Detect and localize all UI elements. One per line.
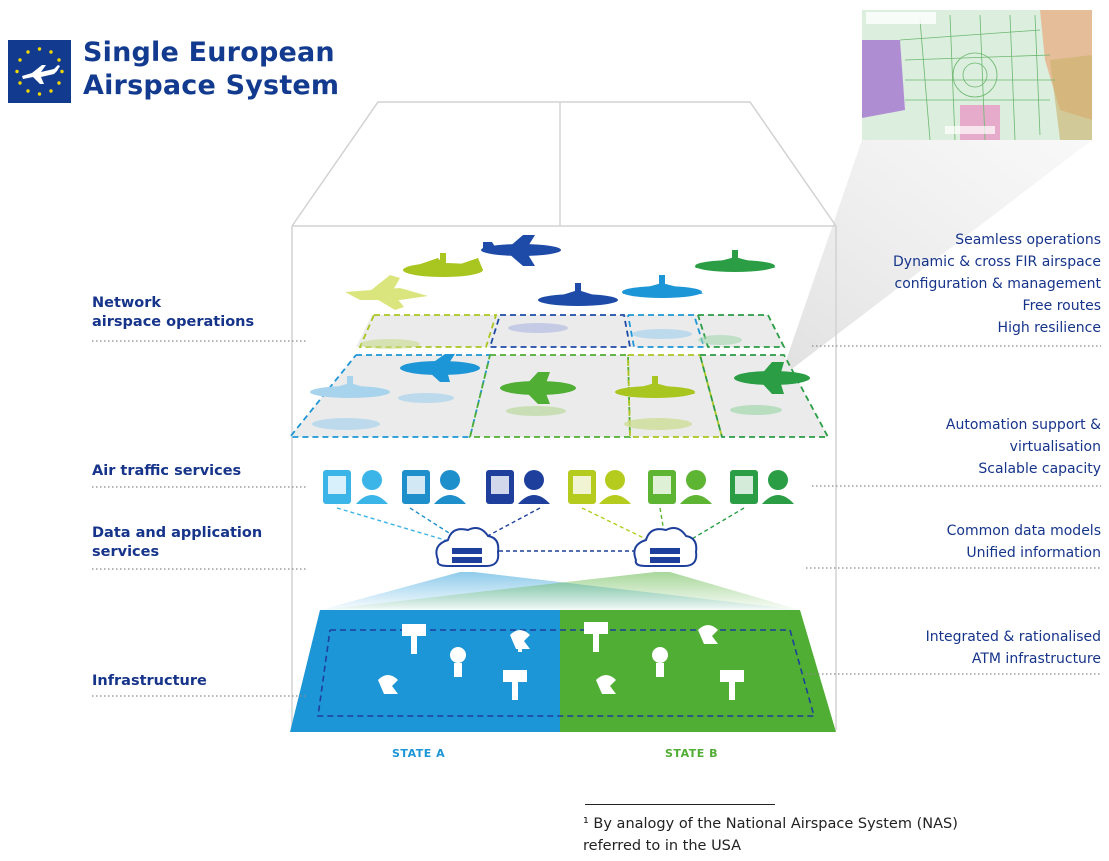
plane-icon bbox=[615, 376, 696, 398]
plane-icon bbox=[345, 275, 428, 310]
plane-icon bbox=[403, 253, 483, 277]
controller-links bbox=[336, 507, 745, 552]
shared-infrastructure-boundary bbox=[317, 629, 816, 717]
title-line-2: Airspace System bbox=[83, 70, 340, 101]
benefit-item: configuration & management bbox=[894, 276, 1101, 292]
state-a-label: STATE A bbox=[392, 747, 446, 760]
benefit-item: Free routes bbox=[1022, 298, 1101, 314]
plane-icon bbox=[500, 372, 576, 404]
leader-lines bbox=[92, 340, 1101, 697]
data-beam-b bbox=[320, 572, 800, 610]
plane-icon bbox=[400, 354, 480, 382]
label-data-application: Data and application services bbox=[92, 524, 262, 562]
controller-workstations bbox=[323, 470, 794, 504]
right-network-benefits: Seamless operations Dynamic & cross FIR … bbox=[893, 229, 1101, 339]
benefit-item: Unified information bbox=[966, 545, 1101, 561]
label-air-traffic-services: Air traffic services bbox=[92, 463, 242, 479]
benefit-item: Automation support & bbox=[945, 417, 1101, 433]
title-line-1: Single European bbox=[83, 37, 335, 68]
benefit-item: High resilience bbox=[997, 320, 1101, 336]
plane-icon bbox=[481, 235, 561, 266]
label-network-line1: Network bbox=[92, 295, 162, 311]
cloud-server-icon bbox=[633, 527, 698, 567]
page-title: Single European Airspace System bbox=[83, 36, 339, 102]
benefit-item: Common data models bbox=[946, 523, 1101, 539]
benefit-item: Integrated & rationalised bbox=[925, 629, 1101, 645]
right-data-benefits: Common data models Unified information bbox=[947, 520, 1101, 564]
benefit-item: Seamless operations bbox=[955, 232, 1101, 248]
benefit-item: ATM infrastructure bbox=[971, 651, 1101, 667]
footnote-line1: ¹ By analogy of the National Airspace Sy… bbox=[583, 816, 958, 832]
label-data-line1: Data and application bbox=[92, 525, 263, 541]
cloud-server-icon bbox=[435, 527, 500, 567]
benefit-item: virtualisation bbox=[1009, 439, 1101, 455]
plane-icon bbox=[694, 250, 776, 272]
plane-icon bbox=[622, 275, 704, 298]
state-b-label: STATE B bbox=[665, 747, 718, 760]
lower-airspace-plane bbox=[288, 354, 830, 438]
footnote-line2: referred to in the USA bbox=[583, 838, 742, 854]
benefit-item: Scalable capacity bbox=[978, 461, 1101, 477]
plane-icon bbox=[538, 283, 618, 306]
footnote: ¹ By analogy of the National Airspace Sy… bbox=[583, 813, 958, 857]
footnote-rule bbox=[585, 804, 775, 805]
seas-logo bbox=[8, 40, 71, 103]
plane-icon bbox=[734, 362, 810, 394]
aircraft-group bbox=[310, 235, 810, 404]
state-b-ground bbox=[560, 610, 836, 732]
projection-beam bbox=[780, 140, 1092, 378]
right-infrastructure-benefits: Integrated & rationalised ATM infrastruc… bbox=[926, 626, 1101, 670]
label-network-line2: airspace operations bbox=[92, 314, 255, 330]
airplane-stars-icon bbox=[8, 40, 71, 103]
plane-icon bbox=[310, 376, 390, 398]
label-infrastructure: Infrastructure bbox=[92, 673, 207, 689]
right-ats-benefits: Automation support & virtualisation Scal… bbox=[946, 414, 1101, 480]
house-outline bbox=[291, 101, 837, 730]
state-a-ground bbox=[290, 610, 560, 732]
airspace-map-inset bbox=[862, 10, 1092, 141]
infrastructure-icons bbox=[378, 622, 744, 700]
label-network-airspace: Network airspace operations bbox=[92, 294, 254, 332]
label-data-line2: services bbox=[92, 544, 160, 560]
upper-airspace-plane bbox=[356, 314, 786, 349]
benefit-item: Dynamic & cross FIR airspace bbox=[893, 254, 1101, 270]
